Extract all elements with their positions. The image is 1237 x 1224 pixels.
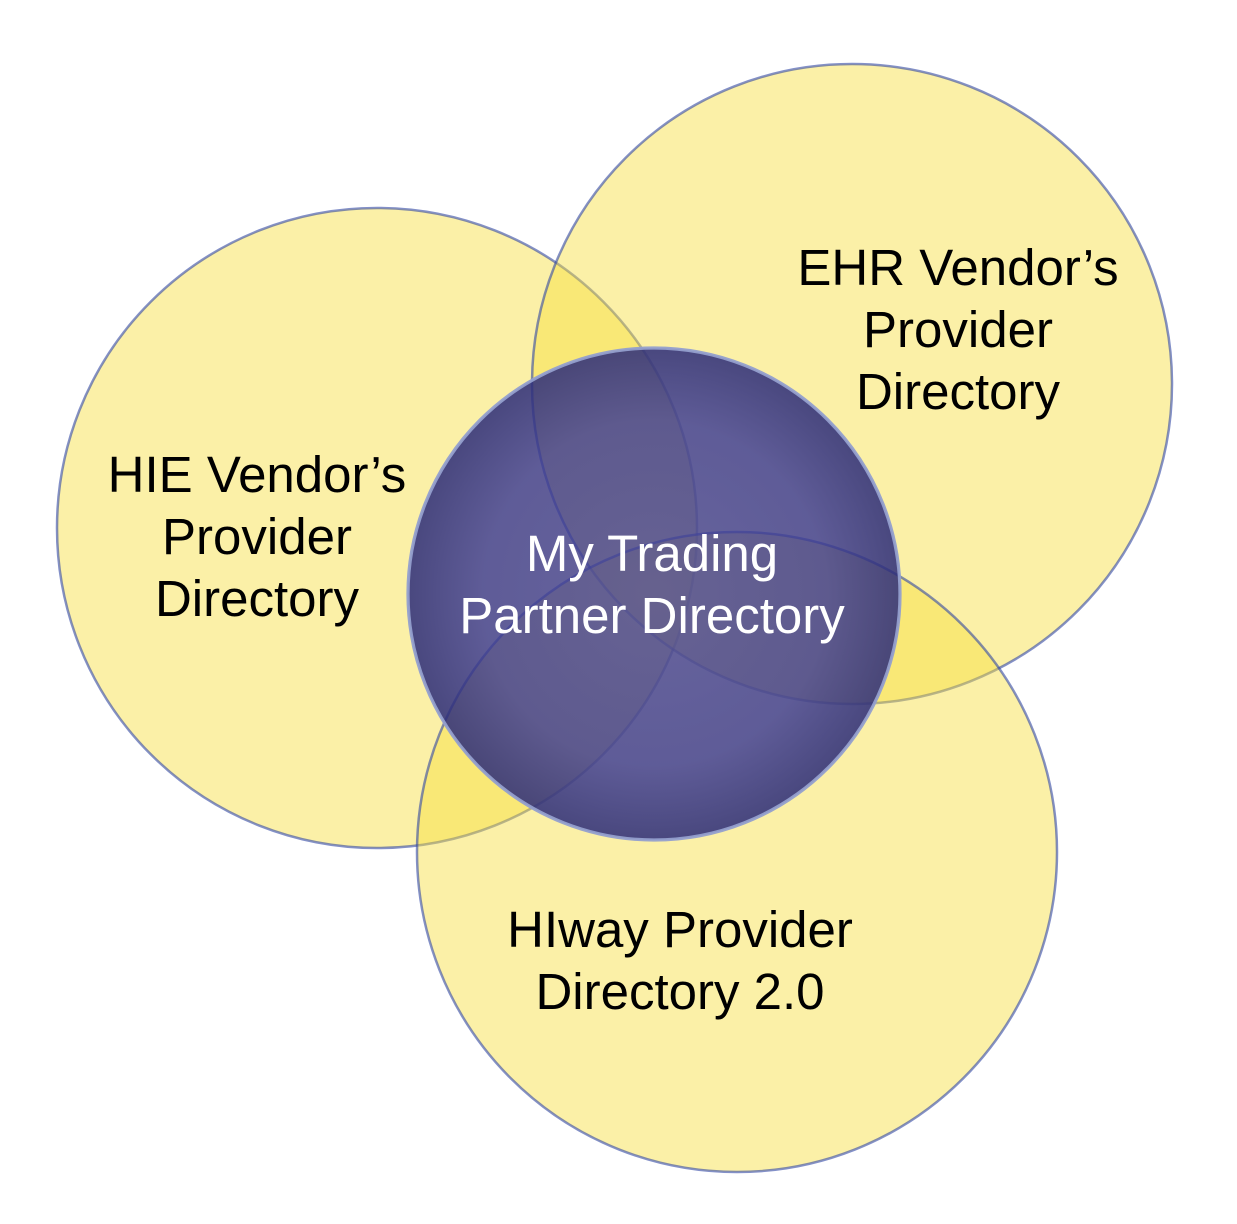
hiway-label-line-2: Directory 2.0: [535, 963, 825, 1020]
trading-partner-label-line-1: My Trading: [525, 525, 779, 582]
ehr-label-line-3: Directory: [855, 363, 1061, 420]
hiway-label-line-1: HIway Provider: [507, 901, 853, 958]
ehr-label-line-1: EHR Vendor’s: [797, 239, 1119, 296]
hie-label: HIE Vendor’s Provider Directory: [108, 444, 407, 630]
hiway-label: HIway Provider Directory 2.0: [507, 899, 853, 1023]
trading-partner-circle: [406, 346, 902, 842]
ehr-label-line-2: Provider: [863, 301, 1053, 358]
hie-label-line-2: Provider: [162, 508, 352, 565]
trading-partner-label-line-2: Partner Directory: [459, 587, 845, 644]
hie-label-line-1: HIE Vendor’s: [107, 446, 407, 503]
ehr-label: EHR Vendor’s Provider Directory: [797, 237, 1118, 423]
trading-partner-label: My Trading Partner Directory: [459, 523, 844, 647]
hie-label-line-3: Directory: [154, 570, 360, 627]
